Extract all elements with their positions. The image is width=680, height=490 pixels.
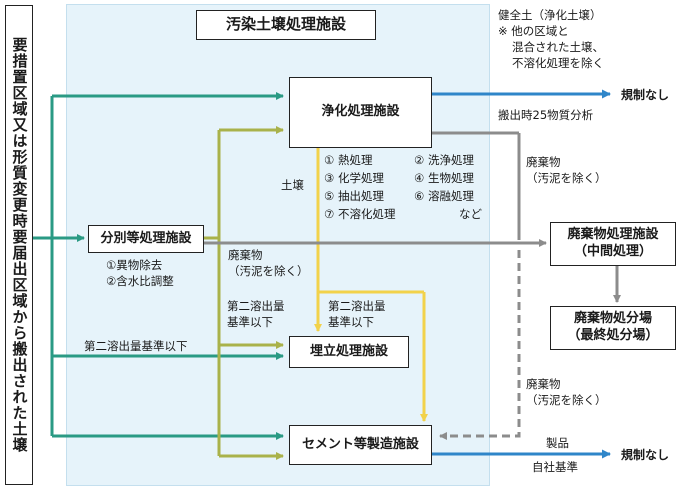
sorting-facility-box: 分別等処理施設 — [88, 225, 204, 253]
cement-facility-box: セメント等製造施設 — [289, 425, 432, 465]
landfill-facility-box: 埋立処理施設 — [289, 336, 409, 368]
waste-intermediate-line1: 廃棄物処理施設 — [567, 227, 659, 243]
source-soil-label: 要措置区域又は形質変更時要届出区域から搬出された土壌 — [10, 37, 29, 453]
sorting-note-2: ②含水比調整 — [106, 274, 174, 288]
method-3: ③ 化学処理 — [324, 171, 384, 185]
facility-title: 汚染土壌処理施設 — [196, 10, 376, 40]
method-6: ⑥ 溶融処理 — [414, 189, 474, 203]
exclusion-note-1: ※ 他の区域と — [498, 24, 569, 38]
exclusion-note-3: 不溶化処理を除く — [512, 56, 604, 70]
waste-right-label-1: 廃棄物 — [526, 155, 561, 169]
waste-intermediate-box: 廃棄物処理施設 （中間処理） — [550, 222, 676, 266]
method-7: ⑦ 不溶化処理 — [324, 207, 396, 221]
elution-left-label-2: 基準以下 — [227, 315, 273, 329]
landfill-facility-label: 埋立処理施設 — [309, 343, 388, 359]
method-2: ② 洗浄処理 — [414, 153, 474, 167]
sorting-facility-label: 分別等処理施設 — [100, 230, 192, 246]
waste-final-line2: （最終処分場） — [567, 328, 659, 343]
exclusion-note-2: 混合された土壌、 — [512, 40, 604, 54]
no-regulation-top: 規制なし — [621, 88, 670, 102]
elution-right-label-2: 基準以下 — [328, 315, 374, 329]
healthy-soil-note: 健全土（浄化土壌） — [498, 8, 602, 22]
elution-left-label-1: 第二溶出量 — [227, 299, 285, 313]
method-4: ④ 生物処理 — [414, 171, 474, 185]
sorting-note-1: ①異物除去 — [106, 258, 163, 272]
method-etc: など — [459, 207, 482, 221]
elution-main-label: 第二溶出量基準以下 — [84, 339, 188, 353]
source-soil-box: 要措置区域又は形質変更時要届出区域から搬出された土壌 — [5, 5, 33, 485]
soil-label: 土壌 — [281, 178, 304, 192]
waste-low-label-1: 廃棄物 — [526, 377, 561, 391]
facility-title-text: 汚染土壌処理施設 — [225, 15, 346, 34]
waste-low-label-2: （汚泥を除く） — [526, 393, 607, 407]
purification-facility-box: 浄化処理施設 — [289, 77, 432, 148]
waste-mid-label-1: 廃棄物 — [228, 248, 263, 262]
cement-facility-label: セメント等製造施設 — [302, 436, 419, 452]
waste-intermediate-line2: （中間処理） — [573, 244, 652, 259]
method-5: ⑤ 抽出処理 — [324, 189, 384, 203]
method-1: ① 熱処理 — [324, 153, 373, 167]
product-label: 製品 — [546, 436, 569, 450]
no-regulation-bottom: 規制なし — [621, 448, 670, 462]
waste-final-line1: 廃棄物処分場 — [573, 311, 652, 327]
waste-right-label-2: （汚泥を除く） — [526, 171, 607, 185]
waste-final-box: 廃棄物処分場 （最終処分場） — [550, 306, 676, 350]
analysis-label: 搬出時25物質分析 — [498, 108, 594, 122]
company-standard-label: 自社基準 — [532, 460, 578, 474]
elution-right-label-1: 第二溶出量 — [328, 299, 386, 313]
purification-facility-label: 浄化処理施設 — [321, 104, 400, 120]
waste-mid-label-2: （汚泥を除く） — [228, 264, 309, 278]
